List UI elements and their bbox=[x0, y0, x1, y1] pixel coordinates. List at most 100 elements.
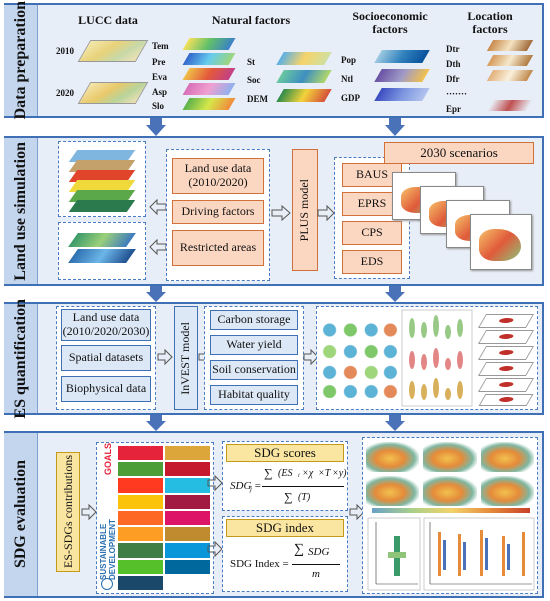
factor-label: Epr bbox=[446, 104, 462, 114]
factor-label: Soc bbox=[247, 75, 261, 85]
sdg-goal-1-icon bbox=[118, 446, 163, 461]
plus-model-box: PLUS model bbox=[292, 149, 318, 271]
factor-label: Pre bbox=[152, 57, 166, 67]
socio-title: Socioeconomic factors bbox=[352, 9, 428, 37]
factor-label: Tem bbox=[152, 41, 169, 51]
land-use-data-es: Land use data (2010/2020/2030) bbox=[61, 309, 151, 341]
factor-map bbox=[276, 70, 332, 83]
factor-map bbox=[486, 40, 534, 51]
right-arrow bbox=[349, 503, 365, 521]
map-layer bbox=[68, 200, 136, 212]
factor-map bbox=[182, 53, 236, 65]
factor-label: ······· bbox=[446, 89, 468, 99]
sdg-goal-6-icon bbox=[165, 478, 210, 493]
goals-word-text: GOALS bbox=[103, 443, 113, 476]
restricted-layers-box bbox=[58, 222, 146, 280]
goals-word: GOALS bbox=[100, 443, 116, 476]
down-arrow bbox=[385, 286, 405, 302]
section-title: Land use simulation bbox=[11, 141, 29, 281]
service-habitat-quality: Habitat quality bbox=[210, 385, 298, 405]
sdg-goal-7-icon bbox=[118, 494, 163, 509]
factor-label: Asp bbox=[152, 87, 168, 97]
sdg-map bbox=[423, 476, 477, 506]
factor-map bbox=[182, 68, 236, 80]
down-arrow bbox=[146, 286, 166, 302]
sdg-scores-title: SDG scores bbox=[226, 444, 344, 462]
factor-label: GDP bbox=[341, 93, 360, 103]
spatial-datasets: Spatial datasets bbox=[61, 345, 151, 371]
sdg-goal-4-icon bbox=[165, 462, 210, 477]
scenario-eds: EDS bbox=[342, 250, 402, 274]
invest-model-label: InVEST model bbox=[178, 321, 193, 395]
factor-label: DEM bbox=[247, 94, 268, 104]
map-layer bbox=[68, 249, 136, 263]
factor-label: Ntl bbox=[341, 74, 353, 84]
sdg-goal-12-icon bbox=[165, 527, 210, 542]
sdg-goal-5-icon bbox=[118, 478, 163, 493]
factor-map bbox=[276, 89, 332, 102]
right-arrow bbox=[81, 503, 97, 521]
invest-model-box: InVEST model bbox=[174, 306, 198, 410]
restricted-areas-input: Restricted areas bbox=[172, 230, 264, 266]
left-arrow bbox=[149, 198, 167, 216]
year-label: 2020 bbox=[56, 88, 74, 98]
right-arrow bbox=[207, 474, 223, 492]
sdg-goal-9-icon bbox=[118, 510, 163, 526]
sdg-goal-2-icon bbox=[165, 446, 210, 461]
sdg-index-title: SDG index bbox=[226, 519, 344, 537]
service-carbon-storage: Carbon storage bbox=[210, 310, 298, 330]
sdg-evaluation-header: SDG evaluation bbox=[4, 433, 38, 596]
sdg-goal-3-icon bbox=[118, 462, 163, 477]
sdg-goal-14-icon bbox=[165, 543, 210, 558]
right-arrow bbox=[303, 348, 319, 366]
left-arrow bbox=[149, 238, 167, 256]
section-title: SDG evaluation bbox=[11, 460, 29, 569]
data-preparation-header: Data preparation bbox=[4, 1, 38, 120]
driving-factors-input: Driving factors bbox=[172, 200, 264, 224]
right-arrow bbox=[317, 204, 335, 222]
sdg-goal-17-icon bbox=[118, 575, 163, 590]
sdg-goal-10-icon bbox=[165, 510, 210, 526]
es-quantification-header: ES quantification bbox=[4, 299, 38, 418]
factor-label: St bbox=[247, 57, 256, 67]
sdg-index-formula: SDG Index = ∑ SDG m bbox=[228, 540, 344, 588]
year-label: 2010 bbox=[56, 46, 74, 56]
section-title: ES quantification bbox=[11, 298, 29, 419]
sdg-map bbox=[480, 476, 534, 506]
right-arrow bbox=[207, 540, 223, 558]
factor-map bbox=[486, 70, 534, 81]
service-soil-conservation: Soil conservation bbox=[210, 360, 298, 380]
factor-map bbox=[182, 98, 236, 110]
scenario-cps: CPS bbox=[342, 221, 402, 245]
land-use-data-input: Land use data (2010/2020) bbox=[172, 158, 264, 194]
sdg-side-label: SUSTAINABLE DEVELOPMENT bbox=[99, 470, 117, 580]
sdg-goal-15-icon bbox=[118, 559, 163, 574]
factor-label: Dfr bbox=[446, 74, 460, 84]
down-arrow bbox=[146, 415, 166, 431]
factor-map bbox=[486, 55, 534, 66]
sdg-scores-formula: SDG j = ∑ (ES i ×χ ×T ×y) ∑ (T) bbox=[230, 466, 347, 504]
biophysical-data: Biophysical data bbox=[61, 376, 151, 402]
factor-map bbox=[374, 50, 430, 63]
index-lhs: SDG Index = bbox=[230, 558, 289, 570]
factor-map bbox=[374, 88, 430, 101]
down-arrow bbox=[146, 118, 166, 136]
service-water-yield: Water yield bbox=[210, 335, 298, 355]
sdg-goal-16-icon bbox=[165, 559, 210, 574]
un-emblem-icon bbox=[101, 578, 113, 590]
sdg-map-legend bbox=[372, 508, 530, 513]
land-use-simulation-header: Land use simulation bbox=[4, 138, 38, 284]
factor-label: Eva bbox=[152, 72, 168, 82]
right-arrow bbox=[157, 348, 173, 366]
section-title: Data preparation bbox=[11, 1, 29, 120]
layer-stack-box bbox=[58, 141, 146, 217]
factor-map bbox=[374, 69, 430, 82]
es-sdgs-contributions-box: ES-SDGs contributions bbox=[56, 452, 80, 572]
es-map-stack bbox=[477, 312, 535, 406]
sdg-goal-13-icon bbox=[118, 543, 163, 558]
factor-label: Pop bbox=[341, 55, 357, 65]
sdg-scores-chart bbox=[423, 517, 535, 591]
plus-model-label: PLUS model bbox=[297, 178, 312, 242]
sdg-map bbox=[423, 442, 477, 472]
formula-lhs: SDG bbox=[230, 480, 252, 492]
